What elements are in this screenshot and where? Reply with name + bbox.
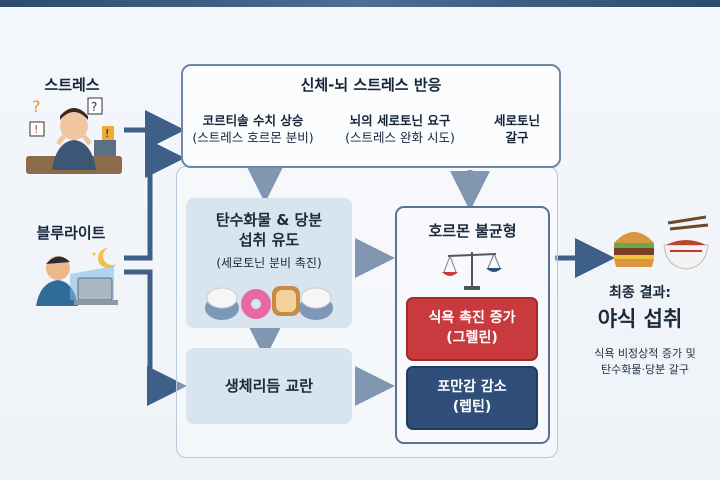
circadian-disruption-box: 생체리듬 교란: [186, 348, 352, 424]
appetite-increase-badge: 식욕 촉진 증가 (그렐린): [406, 297, 538, 361]
body-brain-panel-title: 신체-뇌 스트레스 반응: [300, 76, 442, 94]
stressed-person-icon: ! ? ? !: [26, 97, 122, 174]
arrow-bluelight-to-circadian: [124, 269, 187, 406]
arrow-bluelight-to-panel: [124, 138, 185, 261]
body-brain-panel: 신체-뇌 스트레스 반응: [181, 64, 561, 168]
result-desc-line1: 식욕 비정상적 증가 및: [594, 347, 696, 360]
svg-text:?: ?: [91, 100, 97, 114]
circadian-label: 생체리듬 교란: [224, 377, 314, 395]
step-serotonin-demand-main: 뇌의 세로토닌 요구: [349, 113, 451, 128]
balance-scale-icon: [442, 252, 502, 290]
hormone-title: 호르몬 불균형: [428, 222, 517, 240]
result-title: 최종 결과:: [609, 285, 671, 301]
stress-label: 스트레스: [44, 76, 100, 94]
burger-ramen-icon: [614, 215, 709, 270]
carb-line2: 섭취 유도: [238, 231, 300, 249]
appetite-increase-line1: 식욕 촉진 증가: [428, 310, 516, 326]
result-description: 식욕 비정상적 증가 및 탄수화물·당분 갈구: [570, 346, 720, 378]
step-serotonin-craving-sub: 갈구: [505, 130, 529, 145]
carb-line1: 탄수화물 & 당분: [215, 211, 323, 229]
result-desc-line2: 탄수화물·당분 갈구: [601, 363, 689, 376]
result-main: 야식 섭취: [597, 307, 683, 331]
carb-sub: (세로토닌 분비 촉진): [216, 256, 322, 270]
rice-donut-bread-icon: [205, 286, 333, 320]
carb-intake-box: 탄수화물 & 당분 섭취 유도 (세로토닌 분비 촉진): [186, 198, 352, 328]
person-at-laptop-night-icon: [36, 248, 118, 306]
svg-text:?: ?: [32, 97, 41, 116]
step-serotonin-demand: 뇌의 세로토닌 요구 (스트레스 완화 시도): [334, 112, 466, 146]
svg-text:!: !: [105, 127, 109, 140]
step-cortisol-main: 코르티솔 수치 상승: [202, 113, 304, 128]
step-cortisol: 코르티솔 수치 상승 (스트레스 호르몬 분비): [186, 112, 320, 146]
step-serotonin-craving-main: 세로토닌: [493, 113, 540, 128]
step-serotonin-craving: 세로토닌 갈구: [482, 112, 552, 146]
step-serotonin-demand-sub: (스트레스 완화 시도): [345, 130, 455, 145]
step-cortisol-sub: (스트레스 호르몬 분비): [192, 130, 314, 145]
appetite-increase-line2: (그렐린): [446, 330, 498, 346]
svg-text:!: !: [34, 123, 38, 136]
satiety-decrease-line2: (렙틴): [452, 399, 492, 415]
top-accent-bar: [0, 0, 720, 7]
satiety-decrease-line1: 포만감 감소: [437, 379, 507, 395]
bluelight-label: 블루라이트: [36, 224, 106, 242]
satiety-decrease-badge: 포만감 감소 (렙틴): [406, 366, 538, 430]
